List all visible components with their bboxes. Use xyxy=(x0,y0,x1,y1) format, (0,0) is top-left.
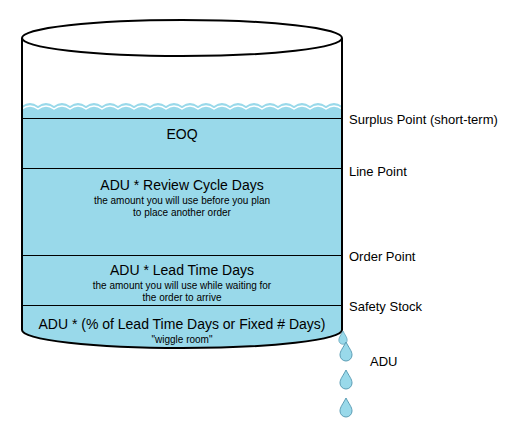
stock-band: ADU * Lead Time Days the amount you will … xyxy=(22,255,342,305)
band-formula: ADU * Lead Time Days xyxy=(22,262,342,278)
band-note: the amount you will use while waiting fo… xyxy=(92,280,272,304)
water-drop xyxy=(340,398,352,417)
band-note: "wiggle room" xyxy=(92,334,272,346)
stock-band: ADU * (% of Lead Time Days or Fixed # Da… xyxy=(22,305,342,347)
band-formula: ADU * (% of Lead Time Days or Fixed # Da… xyxy=(22,316,342,332)
level-label: ADU xyxy=(370,354,397,370)
drip-drops xyxy=(339,331,352,417)
stock-band: ADU * Review Cycle Days the amount you wi… xyxy=(22,168,342,255)
barrel-rim xyxy=(22,20,342,56)
band-formula: ADU * Review Cycle Days xyxy=(22,177,342,193)
water-fill xyxy=(22,103,342,348)
water-drop xyxy=(340,370,352,389)
barrel-side xyxy=(341,38,343,330)
barrel-bottom xyxy=(22,330,342,348)
level-label: Surplus Point (short-term) xyxy=(349,112,498,128)
level-label: Line Point xyxy=(349,164,407,180)
stock-band: EOQ xyxy=(22,118,342,168)
level-label: Safety Stock xyxy=(349,299,422,315)
level-label: Order Point xyxy=(349,249,415,265)
band-note: the amount you will use before you plan … xyxy=(92,195,272,219)
water-drop xyxy=(340,342,352,361)
band-formula: EOQ xyxy=(22,126,342,142)
water-surface xyxy=(22,106,342,109)
